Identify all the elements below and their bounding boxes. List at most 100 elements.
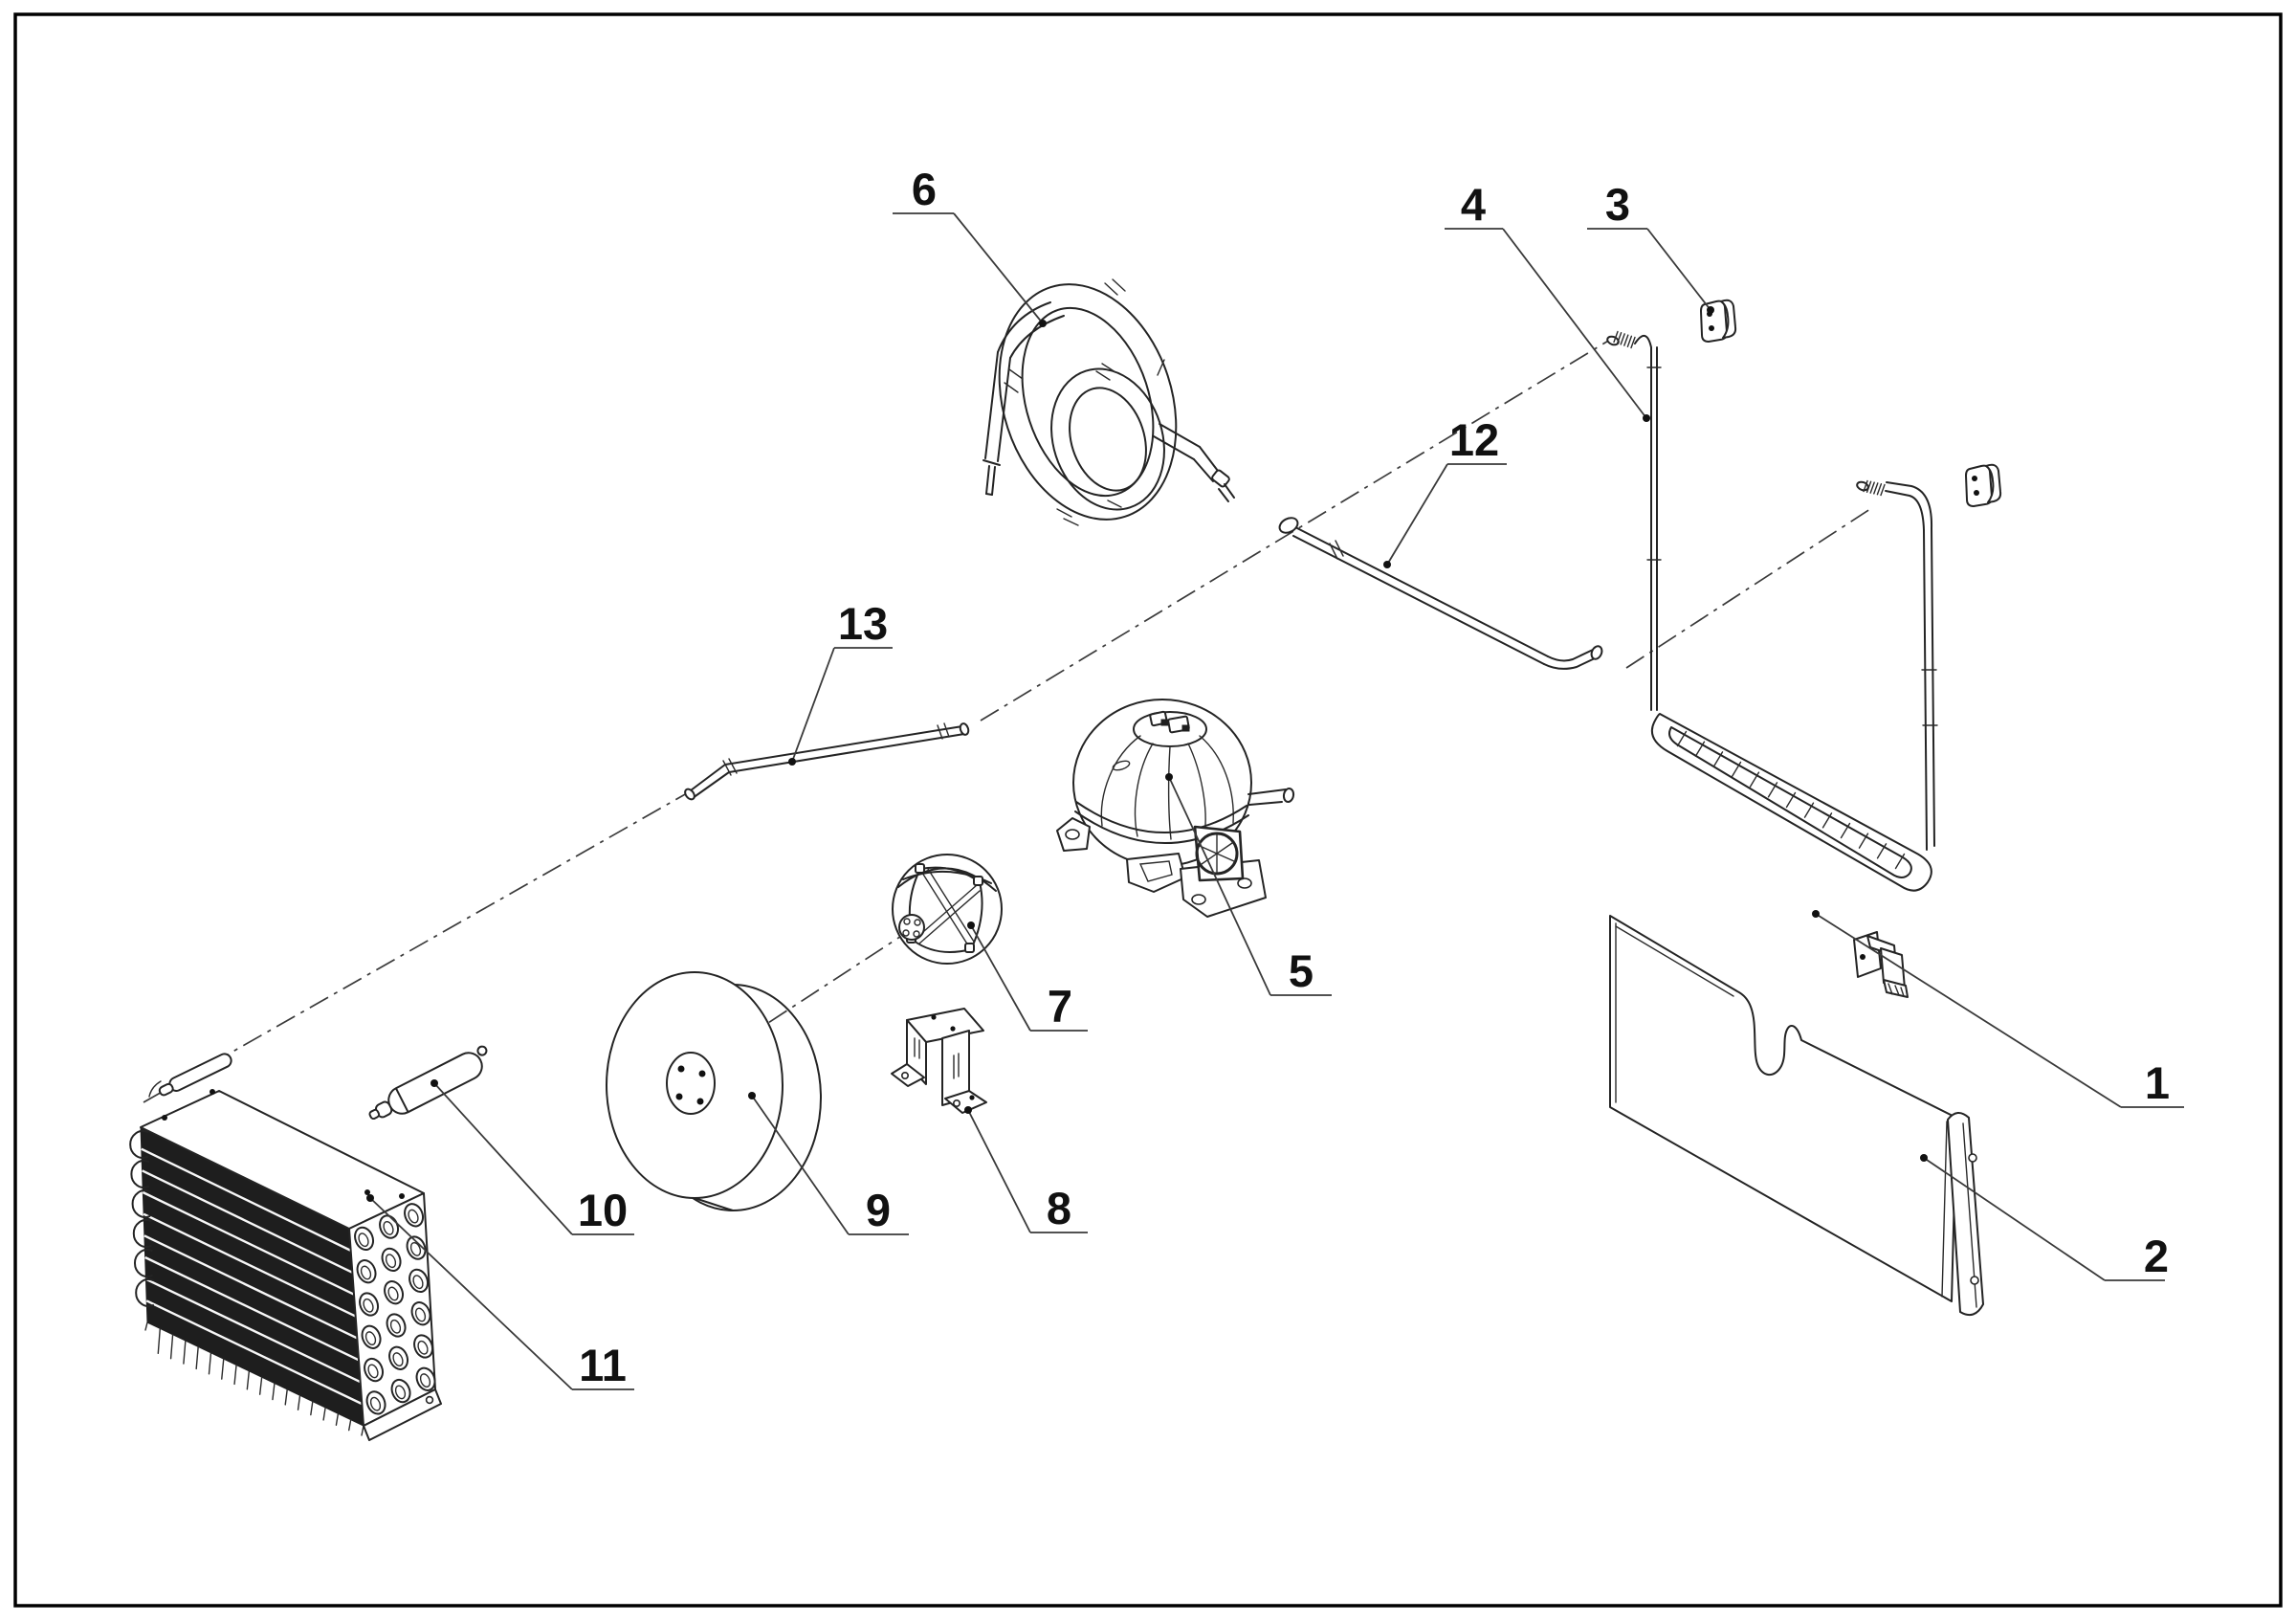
condenser-loop [388,1345,409,1370]
hairpin-tick [1803,802,1815,818]
part-number-label: 3 [1605,179,1630,230]
condenser-loop-inner [408,1209,419,1224]
part-fan-wheel [606,971,822,1211]
callout-tube-clip: 3 [1587,179,1714,314]
condenser-tube-row [143,1212,357,1318]
condenser-fin-stub [348,1418,352,1432]
callout-dot [1039,320,1047,327]
hairpin-tick [1676,730,1688,747]
callout-riser-tube: 4 [1445,179,1650,422]
condenser-fin-stub [169,1334,174,1360]
condenser-fin-stub [335,1412,340,1426]
callout-dot [366,1194,374,1202]
part-number-label: 7 [1048,981,1072,1032]
condenser-loop [384,1280,405,1305]
condenser-tube-row [144,1255,360,1362]
callout-dot [430,1079,438,1087]
callout-leader-line [970,924,1031,1032]
condenser-loop-inner [364,1331,377,1345]
hairpin-tick [1785,791,1797,809]
thread-tick [1863,479,1868,493]
callout-dot [748,1092,756,1099]
callout-motor-bracket: 8 [964,1106,1088,1233]
thread-tick [1880,483,1886,497]
condenser-loop [365,1390,386,1415]
callout-leader-line [1386,463,1448,566]
condenser-loop-inner [360,1265,372,1280]
condenser-fin-stub [297,1394,301,1410]
thread-tick [1876,483,1883,496]
callout-leader-line [953,212,1044,324]
part-number-label: 10 [578,1185,628,1235]
callout-compressor: 5 [1165,773,1332,996]
condenser-loop [354,1226,375,1252]
hairpin-hatch [1676,730,1906,870]
condenser-loop [361,1324,382,1349]
condenser-fin-stub [272,1382,276,1401]
condenser-fin-stub [208,1352,212,1375]
condenser-loop [390,1378,411,1404]
part-motor-bracket [891,1008,987,1114]
callout-dot [1920,1154,1928,1162]
condenser-fin-stubs [144,1321,364,1436]
thread-tick [1623,334,1629,346]
part-number-label: 6 [912,164,937,214]
hairpin-tick [1767,782,1778,798]
hairpin-tick [1694,741,1706,757]
hairpin-tick [1840,822,1851,839]
condenser-fin-stub [221,1358,225,1380]
part-number-label: 5 [1289,945,1314,996]
thread-tick [1866,480,1872,493]
condenser-fin-stub [246,1370,251,1390]
condenser-right-loops [354,1203,436,1415]
callout-dot [967,922,975,929]
condenser-loop [404,1203,425,1228]
part-connecting-tube [1278,517,1603,670]
hairpin-tick [1858,833,1869,849]
part-capillary-tube [684,722,970,801]
drawing-border [13,12,2283,1608]
callout-dot [1707,306,1714,314]
condenser-loop-inner [389,1319,402,1334]
condenser-tube-row [142,1190,355,1296]
callout-leader-line [751,1095,850,1235]
condenser-left-bend [130,1160,150,1188]
condenser-tube-row [145,1299,363,1406]
part-number-label: 12 [1449,414,1499,465]
condenser-loop-inner [417,1340,429,1355]
condenser-fin-stub [183,1340,187,1365]
condenser-loop [356,1259,377,1284]
condenser-loop-inner [387,1286,399,1301]
part-number-label: 2 [2144,1231,2169,1281]
condenser-loop-inner [412,1275,424,1290]
condenser-fin-stub [144,1321,148,1331]
callout-leader-line [1502,228,1647,419]
coil-section-ticks [1004,278,1165,526]
callout-leader-line [791,647,835,763]
condenser-fin-stub [322,1407,326,1421]
thread-hatch-left [1613,330,1636,349]
condenser-left-bend [133,1249,153,1277]
callout-dot [1165,773,1173,781]
part-mounting-clamp [1853,931,1909,998]
callout-capillary-tube: 13 [788,598,893,766]
hairpin-tick [1821,812,1833,829]
condenser-left-bend [131,1189,151,1218]
part-coiled-hose [982,278,1235,526]
callout-fan-motor: 7 [967,922,1088,1032]
condenser-tube-row [144,1234,358,1340]
condenser-loop [364,1357,385,1383]
hairpin-tick [1894,853,1906,870]
condenser-left-bend [135,1278,154,1307]
condenser-loop-inner [414,1307,427,1322]
condenser-tube-row [144,1277,362,1384]
hairpin-tick [1876,843,1888,859]
condenser-loop-inner [358,1232,369,1248]
condenser-fin-stub [310,1400,314,1416]
part-number-label: 11 [579,1340,627,1390]
callout-leader-line [1923,1157,2106,1281]
condenser-fin-stub [284,1388,288,1406]
thread-tick [1626,335,1633,347]
